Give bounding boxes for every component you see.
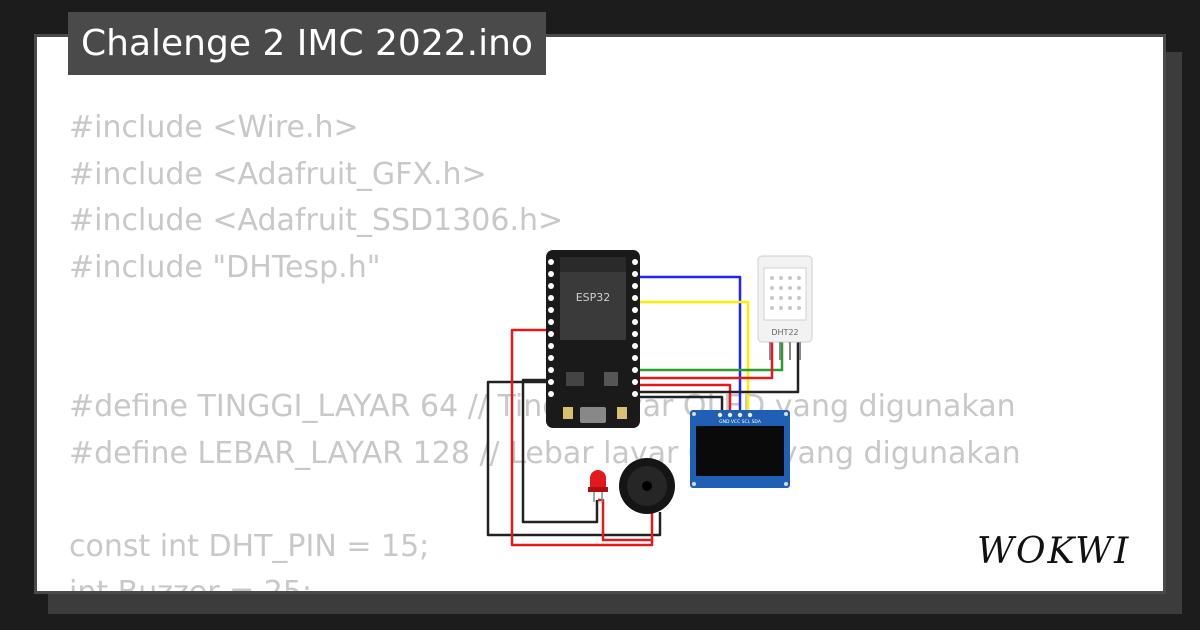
wire-red-vcc bbox=[510, 328, 654, 547]
oled-pin-labels: GND VCC SCL SDA bbox=[719, 419, 762, 425]
code-line: #include <Adafruit_GFX.h> bbox=[69, 156, 487, 192]
red-led bbox=[588, 470, 608, 502]
esp32-label: ESP32 bbox=[576, 291, 611, 304]
brand-text: WOKWI bbox=[977, 531, 1130, 572]
buzzer bbox=[619, 458, 675, 514]
code-line: #include <Adafruit_SSD1306.h> bbox=[69, 203, 564, 238]
wire-black-led bbox=[521, 378, 599, 524]
wire-blue bbox=[630, 275, 742, 416]
esp32-board: ESP32 bbox=[546, 250, 640, 428]
dht22-sensor: DHT22 bbox=[757, 255, 813, 360]
wire-red-led bbox=[598, 498, 652, 542]
wire-black-buzzer bbox=[486, 380, 662, 537]
wire-black-dht bbox=[630, 340, 800, 394]
wires bbox=[486, 275, 800, 547]
esp32-pins bbox=[548, 259, 638, 397]
code-line: int Buzzer = 25; bbox=[69, 575, 313, 594]
code-line: #include "DHTesp.h" bbox=[69, 249, 381, 285]
code-line: #include <Wire.h> bbox=[69, 110, 359, 145]
code-line: const int DHT_PIN = 15; bbox=[69, 528, 430, 564]
project-title: Chalenge 2 IMC 2022.ino bbox=[68, 12, 546, 75]
oled-display: GND VCC SCL SDA bbox=[690, 410, 790, 488]
wire-green bbox=[630, 340, 784, 372]
wokwi-logo: WOKWI bbox=[977, 531, 1130, 572]
wire-red-oled bbox=[630, 383, 732, 416]
wire-black-oled bbox=[630, 395, 724, 416]
dht-label: DHT22 bbox=[771, 328, 798, 337]
wire-red-dht bbox=[630, 340, 774, 380]
